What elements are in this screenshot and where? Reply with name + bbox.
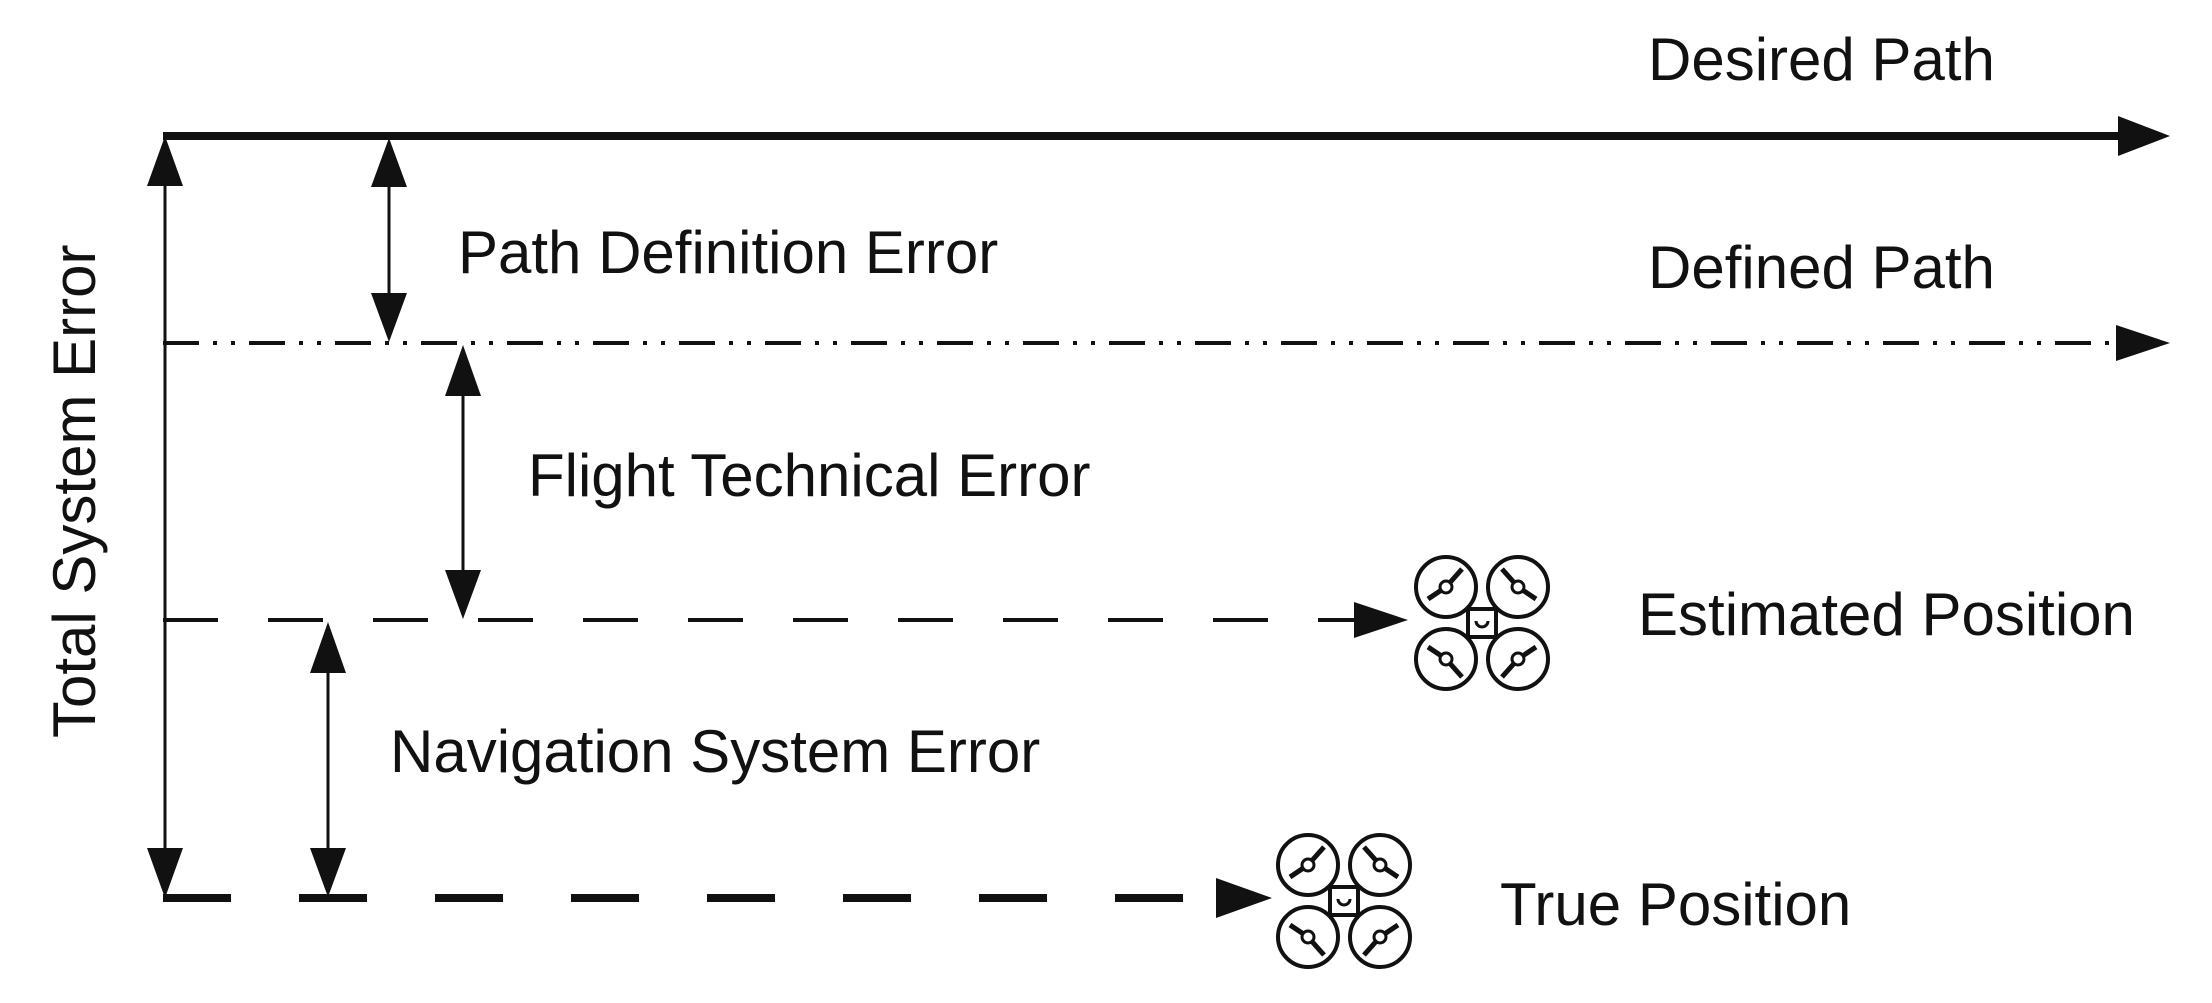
total-system-error-arrow: [147, 136, 183, 898]
true-position-label: True Position: [1500, 871, 1851, 938]
estimated-position-label: Estimated Position: [1638, 581, 2135, 648]
path-definition-error-arrow: [371, 138, 407, 342]
drone-true-icon: [1278, 835, 1410, 967]
navigation-system-error-label: Navigation System Error: [390, 718, 1040, 785]
flight-technical-error-label: Flight Technical Error: [528, 442, 1090, 509]
flight-technical-error-arrow: [445, 345, 481, 619]
desired-path-line: [163, 116, 2170, 156]
desired-path-label: Desired Path: [1648, 26, 1995, 93]
estimated-position-line: [163, 602, 1408, 638]
drone-estimated-icon: [1416, 557, 1548, 689]
navigation-system-error-arrow: [310, 622, 346, 897]
path-definition-error-label: Path Definition Error: [458, 219, 998, 286]
total-system-error-label: Total System Error: [41, 245, 108, 738]
defined-path-label: Defined Path: [1648, 234, 1995, 301]
defined-path-line: [163, 325, 2170, 361]
true-position-line: [163, 878, 1272, 918]
